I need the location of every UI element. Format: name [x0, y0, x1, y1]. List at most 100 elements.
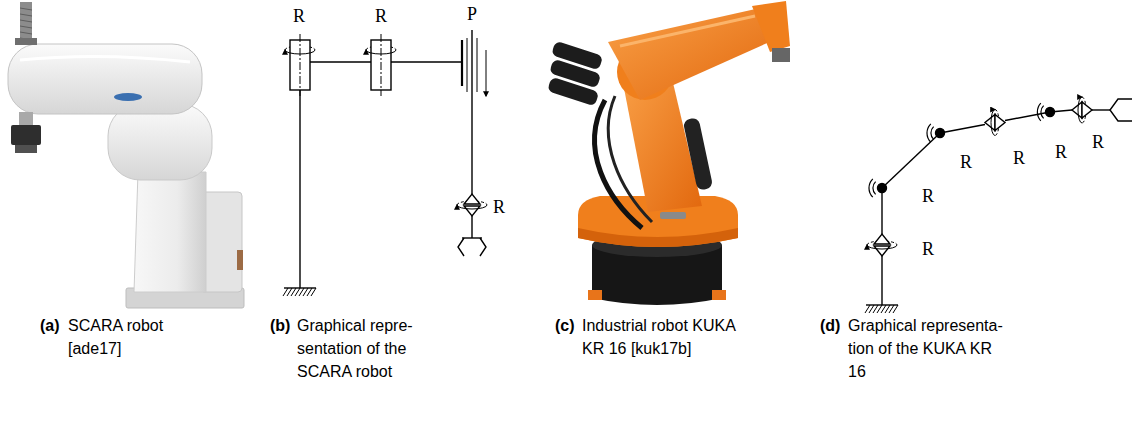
drawing-stroke: [20, 20, 32, 22]
joint-label: P: [467, 5, 477, 23]
caption-tag: (a): [40, 314, 60, 337]
drawing-stroke: [869, 179, 873, 197]
drawing-stroke: [391, 61, 462, 62]
drawing-stroke: [299, 90, 300, 288]
caption-text: Graphical repre- sentation of the SCARA …: [297, 314, 421, 383]
drawing-shape: [283, 288, 316, 296]
drawing-stroke: [595, 100, 642, 228]
drawing-stroke: [480, 238, 486, 256]
drawing-stroke: [134, 172, 206, 292]
scara-kinematic-diagram: [283, 30, 487, 296]
drawing-stroke: [985, 115, 995, 131]
drawing-stroke: [20, 56, 190, 62]
drawing-stroke: [1092, 109, 1110, 110]
drawing-stroke: [1078, 97, 1082, 123]
drawing-stroke: [477, 38, 478, 92]
drawing-shape: [15, 38, 37, 45]
drawing-stroke: [464, 194, 480, 204]
drawing-stroke: [471, 30, 472, 194]
drawing-shape: [237, 250, 243, 270]
drawing-stroke: [874, 234, 890, 244]
drawing-shape: [108, 104, 212, 180]
drawing-stroke: [458, 238, 464, 256]
drawing-stroke: [486, 50, 487, 96]
drawing-stroke: [1005, 112, 1050, 121]
caption-text: Industrial robot KUKA KR 16 [kuk17b]: [582, 314, 752, 360]
drawing-shape: [20, 2, 32, 44]
drawing-stroke: [464, 206, 480, 216]
drawing-shape: [19, 112, 33, 126]
caption-tag: (c): [555, 314, 575, 337]
drawing-stroke: [995, 115, 1005, 131]
drawing-shape: [660, 212, 686, 219]
drawing-stroke: [20, 32, 32, 34]
drawing-stroke: [873, 182, 876, 195]
joint-label: R: [375, 7, 387, 25]
drawing-stroke: [578, 228, 738, 247]
drawing-stroke: [893, 305, 898, 313]
scara-robot-photo: [8, 2, 244, 308]
drawing-stroke: [608, 8, 774, 100]
drawing-shape: [772, 48, 790, 62]
drawing-stroke: [1082, 102, 1092, 118]
drawing-stroke: [940, 125, 985, 134]
drawing-stroke: [1037, 103, 1040, 121]
drawing-stroke: [881, 188, 882, 234]
joint-label: R: [293, 7, 305, 25]
drawing-shape: [114, 93, 142, 101]
drawing-stroke: [20, 26, 32, 28]
drawing-stroke: [311, 288, 316, 296]
drawing-stroke: [620, 16, 755, 46]
joint-label: R: [1013, 149, 1025, 167]
drawing-stroke: [608, 96, 652, 222]
drawing-stroke: [1110, 99, 1132, 121]
drawing-stroke: [752, 1, 790, 52]
drawing-stroke: [366, 50, 396, 54]
joint-label: R: [1055, 143, 1067, 161]
caption-text: SCARA robot [ade17]: [68, 314, 198, 360]
joint-label: R: [1092, 133, 1104, 151]
drawing-stroke: [1041, 106, 1044, 119]
drawing-stroke: [991, 110, 995, 136]
drawing-stroke: [471, 216, 472, 238]
drawing-shape: [15, 145, 37, 153]
drawing-stroke: [931, 127, 934, 140]
joint-label: R: [493, 198, 505, 216]
drawing-stroke: [881, 256, 882, 305]
drawing-shape: [865, 305, 898, 313]
drawing-stroke: [467, 38, 468, 92]
drawing-shape: [20, 8, 32, 40]
drawing-shape: [1046, 108, 1055, 117]
kuka-robot-photo: [547, 1, 790, 305]
drawing-stroke: [300, 34, 301, 96]
drawing-stroke: [285, 50, 315, 54]
drawing-stroke: [461, 40, 463, 86]
drawing-stroke: [462, 237, 482, 238]
drawing-stroke: [310, 61, 371, 62]
drawing-shape: [683, 117, 714, 191]
drawing-shape: [8, 44, 202, 114]
drawing-shape: [588, 290, 602, 300]
drawing-stroke: [882, 133, 940, 188]
drawing-stroke: [20, 14, 32, 16]
drawing-stroke: [457, 205, 487, 209]
drawing-shape: [936, 129, 945, 138]
drawing-stroke: [1072, 102, 1082, 118]
drawing-shape: [712, 290, 726, 300]
drawing-stroke: [867, 245, 897, 249]
kuka-kinematic-diagram: [865, 97, 1132, 313]
caption-tag: (b): [270, 314, 290, 337]
drawing-stroke: [927, 124, 931, 142]
caption-text: Graphical representa- tion of the KUKA K…: [848, 314, 1010, 383]
drawing-shape: [878, 184, 887, 193]
drawing-shape: [547, 77, 599, 107]
joint-label: R: [960, 153, 972, 171]
drawing-stroke: [874, 246, 890, 256]
drawing-stroke: [20, 8, 32, 10]
joint-label: R: [922, 240, 934, 258]
drawing-stroke: [381, 34, 382, 96]
drawing-shape: [11, 125, 41, 145]
